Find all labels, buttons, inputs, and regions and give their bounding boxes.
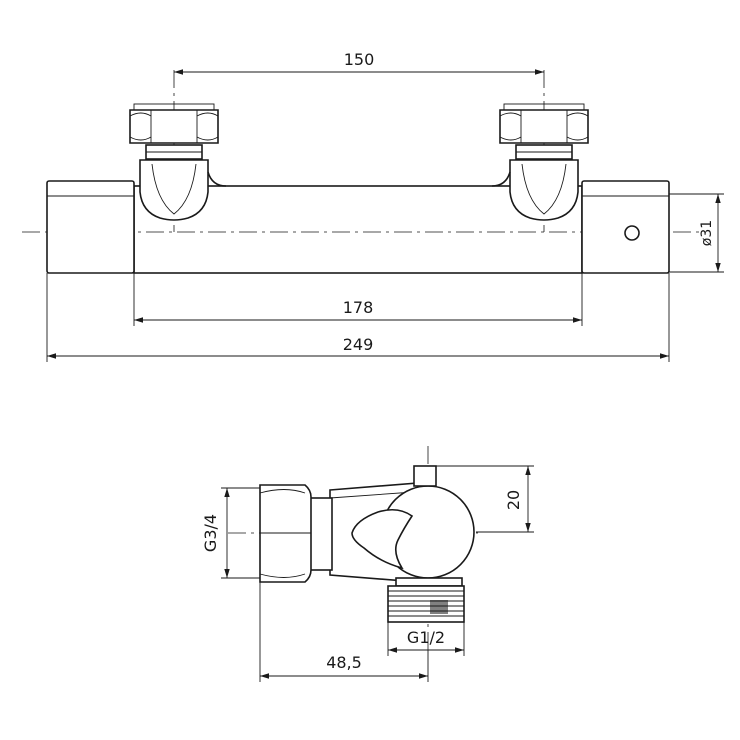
dimension-48-5-label: 48,5: [326, 653, 362, 672]
dimension-249: 249: [46, 273, 670, 362]
dimension-150: 150: [174, 50, 544, 75]
dimension-g12-label: G1/2: [407, 628, 445, 647]
dimension-20-label: 20: [504, 490, 523, 510]
handle-indicator-icon: [624, 225, 640, 241]
right-handle: [581, 180, 670, 274]
dimension-48-5: 48,5: [259, 582, 429, 682]
left-inlet-fitting: [129, 103, 219, 221]
dimension-178-label: 178: [343, 298, 374, 317]
right-body-join: [491, 171, 511, 187]
right-inlet-fitting: [499, 103, 589, 221]
dimension-150-label: 150: [344, 50, 375, 69]
left-body-join: [207, 171, 227, 187]
dimension-g34: G3/4: [201, 487, 260, 579]
left-handle: [46, 180, 135, 274]
dimension-249-label: 249: [343, 335, 374, 354]
dimension-20: 20: [436, 465, 534, 533]
dimension-diameter: ø31: [669, 193, 724, 273]
dimension-g12: G1/2: [387, 622, 465, 656]
dimension-diameter-label: ø31: [699, 220, 715, 246]
side-cartridge: [351, 465, 475, 579]
dimension-g34-label: G3/4: [201, 514, 220, 552]
dimension-178: 178: [133, 273, 583, 326]
front-view: 150 178 249 ø31: [22, 50, 724, 362]
side-outlet-thread: [387, 577, 465, 623]
side-view: 20 G3/4 G1/2 48,5: [201, 446, 534, 682]
side-connection-nut: [259, 484, 333, 583]
